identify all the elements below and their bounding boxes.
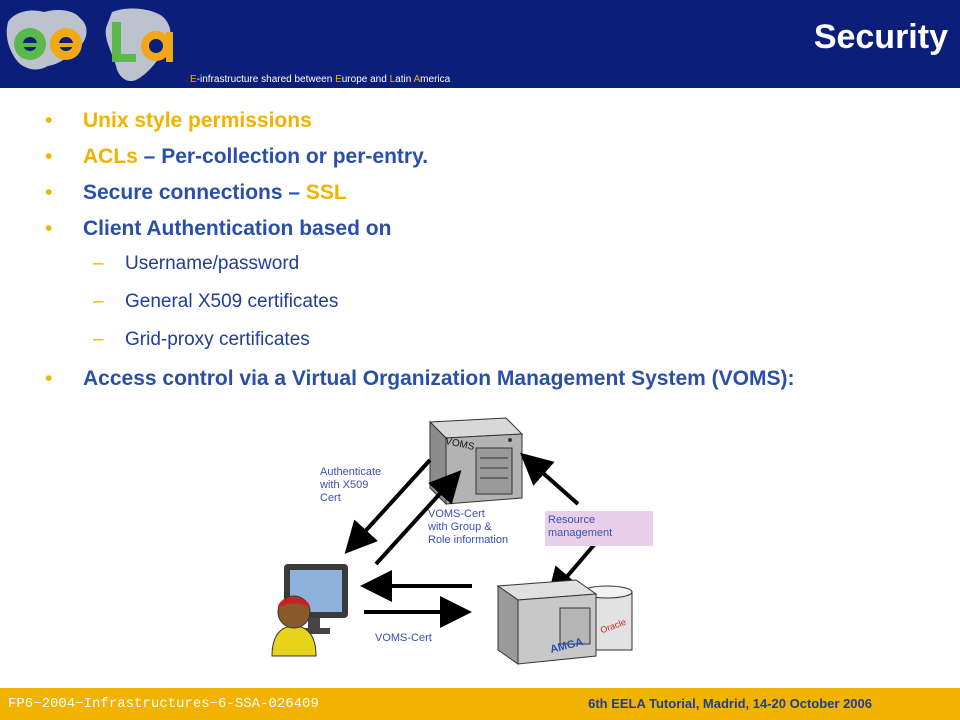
resource-management-label: Resource management (548, 514, 612, 540)
bullet-list: Unix style permissions ACLs – Per-collec… (45, 108, 945, 402)
bullet-access-control: Access control via a Virtual Organizatio… (45, 366, 945, 391)
authenticate-line: Authenticate (320, 466, 382, 478)
resource-management-box: Resource management (545, 511, 653, 546)
arrow-resource-management (520, 452, 580, 506)
voms-cert-info-line: VOMS-Cert (428, 508, 485, 520)
project-code: FP6−2004−Infrastructures−6-SSA-026409 (8, 696, 319, 712)
tagline-part: merica (420, 74, 451, 85)
tagline-part: A (413, 74, 421, 85)
voms-cert-label: VOMS-Cert (375, 632, 432, 644)
voms-cert-info-line: Role information (428, 534, 509, 546)
tagline-part: -infrastructure shared between (196, 74, 336, 85)
authenticate-line: with X509 (320, 479, 369, 491)
slide-title: Security (813, 18, 948, 56)
event-info: 6th EELA Tutorial, Madrid, 14-20 October… (588, 696, 872, 711)
arrow-authenticate (344, 458, 432, 554)
ssl-label: SSL (305, 181, 347, 204)
bullet-unix-permissions: Unix style permissions (45, 108, 945, 133)
diagram-canvas (271, 417, 633, 665)
resource-management-line: Resource (548, 514, 596, 526)
tagline-part: E (190, 74, 197, 85)
bullet-client-auth: Client Authentication based on (45, 216, 945, 241)
tagline-part: E (335, 74, 342, 85)
voms-cert-info-line: with Group & (428, 521, 492, 533)
voms-cert-info-label: VOMS-Cert with Group & Role information (428, 508, 508, 547)
authenticate-line: Cert (320, 492, 341, 504)
tagline-part: urope and (341, 74, 390, 85)
tagline-part: atin (395, 74, 414, 85)
user-computer-icon (271, 564, 348, 657)
secure-connections-text: Secure connections – (83, 181, 306, 204)
bullet-secure-connections: Secure connections – SSL (45, 180, 945, 205)
sub-bullet-grid-proxy: Grid-proxy certificates (45, 328, 945, 352)
sub-bullet-username: Username/password (45, 252, 945, 276)
acls-text: – Per-collection or per-entry. (137, 145, 429, 168)
tagline-part: L (389, 74, 396, 85)
resource-management-line: management (548, 527, 613, 539)
acls-label: ACLs (83, 145, 138, 168)
header-bar: E-infrastructure shared between Europe a… (0, 0, 960, 88)
amga-server-icon (496, 579, 633, 665)
footer-bar: FP6−2004−Infrastructures−6-SSA-026409 6t… (0, 688, 960, 720)
tagline: E-infrastructure shared between Europe a… (190, 74, 450, 85)
voms-diagram: VOMS Authenticate with X509 Cert VOMS-Ce… (260, 408, 680, 680)
bullet-acls: ACLs – Per-collection or per-entry. (45, 144, 945, 169)
arrow-voms-cert-return (374, 470, 462, 566)
sub-bullet-x509: General X509 certificates (45, 290, 945, 314)
authenticate-label: Authenticate with X509 Cert (320, 466, 381, 505)
eela-logo (6, 8, 173, 82)
